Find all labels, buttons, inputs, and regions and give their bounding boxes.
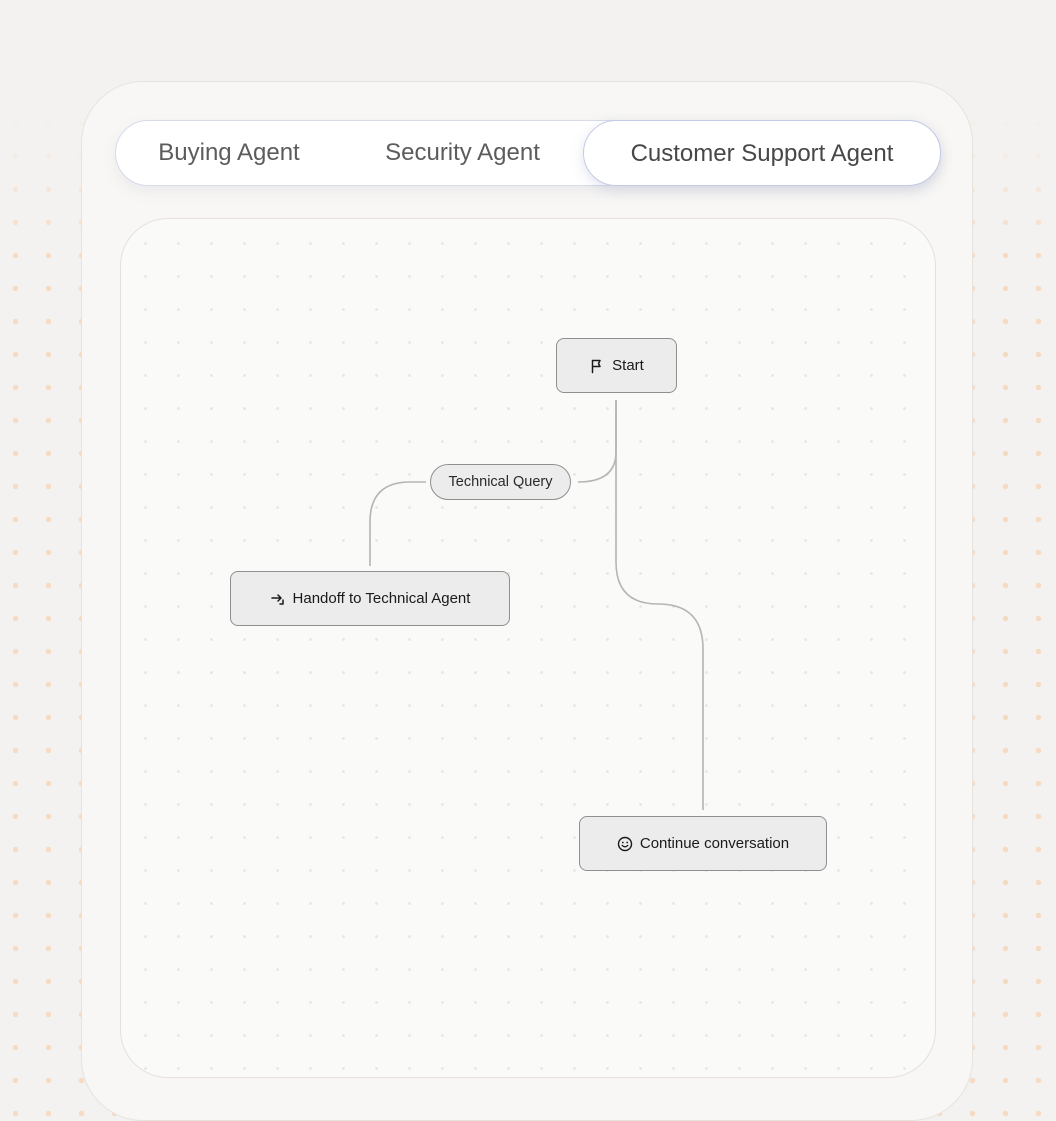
handoff-node-label: Handoff to Technical Agent bbox=[292, 590, 471, 607]
condition-node-label: Technical Query bbox=[448, 474, 553, 490]
continue-node-label: Continue conversation bbox=[639, 835, 790, 852]
condition-node-technical-query[interactable]: Technical Query bbox=[430, 464, 571, 500]
edge-start-to-continue bbox=[615, 400, 704, 810]
handoff-arrow-icon bbox=[270, 591, 286, 607]
tab-security-agent[interactable]: Security Agent bbox=[385, 139, 540, 166]
handoff-node[interactable]: Handoff to Technical Agent bbox=[230, 571, 510, 626]
start-node[interactable]: Start bbox=[556, 338, 677, 393]
start-node-label: Start bbox=[612, 357, 644, 374]
continue-node[interactable]: Continue conversation bbox=[579, 816, 827, 871]
flow-canvas bbox=[120, 218, 936, 1078]
edge-start-to-condition bbox=[577, 400, 617, 483]
agent-tab-bar: Buying Agent Security Agent Customer Sup… bbox=[115, 119, 941, 186]
flow-edges bbox=[369, 400, 704, 810]
flag-icon bbox=[589, 358, 605, 374]
edge-condition-to-handoff bbox=[369, 481, 426, 566]
tab-buying-agent[interactable]: Buying Agent bbox=[158, 139, 300, 166]
smiley-icon bbox=[617, 836, 633, 852]
tab-customer-support-agent[interactable]: Customer Support Agent bbox=[583, 119, 941, 186]
